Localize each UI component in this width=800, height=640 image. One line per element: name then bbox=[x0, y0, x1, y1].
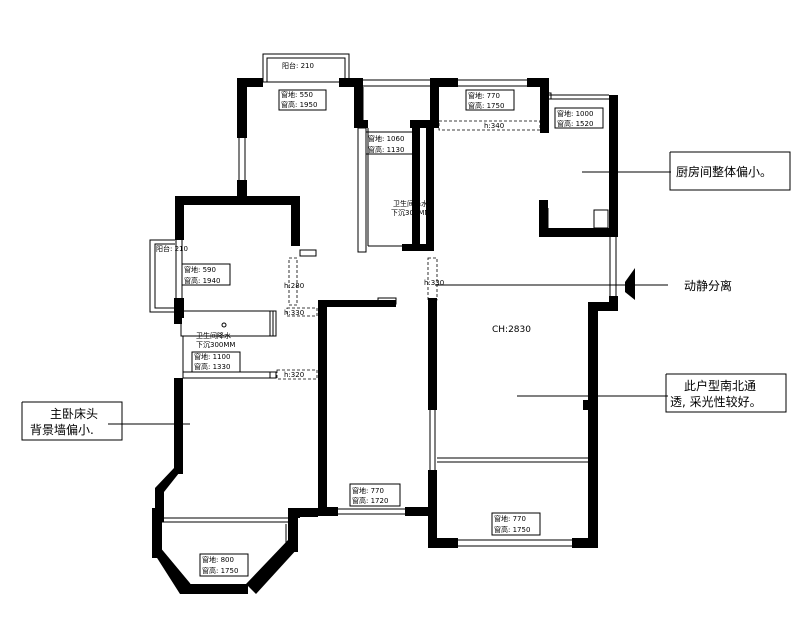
bed2-beam-label-2: h:330 bbox=[284, 309, 304, 317]
bed2-window-sill: 窗地: 590 bbox=[184, 265, 216, 274]
master-annotation-line2: 背景墙偏小. bbox=[30, 422, 94, 437]
labels: 阳台: 210 窗地: 550 窗高: 1950 窗地: 1060 窗高: 11… bbox=[30, 61, 772, 577]
bath2-window-sill: 窗地: 1100 bbox=[194, 352, 230, 361]
zoning-annotation: 动静分离 bbox=[684, 278, 732, 293]
bed2-window-height: 窗高: 1940 bbox=[184, 276, 220, 285]
bath-window-height: 窗高: 1130 bbox=[368, 145, 404, 154]
walls bbox=[152, 78, 618, 594]
corridor-beam-label: h:330 bbox=[424, 279, 444, 287]
bed2-beam-label: h:280 bbox=[284, 282, 304, 290]
dining-window-sill: 窗地: 770 bbox=[468, 91, 500, 100]
kitchen-beam-label: h:340 bbox=[484, 122, 504, 130]
bath2-drop-note-1: 卫生间降水 bbox=[196, 331, 231, 340]
bath-window-sill: 窗地: 1060 bbox=[368, 134, 404, 143]
master-annotation-line1: 主卧床头 bbox=[50, 407, 98, 421]
bath2-beam-label: h:320 bbox=[284, 371, 304, 379]
left-balcony-label: 阳台: 210 bbox=[156, 244, 188, 253]
living-window-height: 窗高: 1750 bbox=[494, 525, 530, 534]
dining-window-height: 窗高: 1750 bbox=[468, 101, 504, 110]
kitchen-window-sill: 窗地: 1000 bbox=[557, 109, 593, 118]
master-window-sill: 窗地: 550 bbox=[281, 90, 313, 99]
study-window-sill: 窗地: 770 bbox=[352, 486, 384, 495]
bath-drop-note-1: 卫生间降水 bbox=[393, 199, 428, 208]
top-balcony-label: 阳台: 210 bbox=[282, 61, 314, 70]
study-window-height: 窗高: 1720 bbox=[352, 496, 388, 505]
bath2-drop-note-2: 下沉300MM bbox=[196, 341, 235, 349]
bath-drop-note-2: 下沉300MM bbox=[391, 209, 430, 217]
living-window-sill: 窗地: 770 bbox=[494, 514, 526, 523]
kitchen-annotation: 厨房间整体偏小。 bbox=[676, 164, 772, 179]
orientation-annotation-line1: 此户型南北通 bbox=[684, 378, 756, 393]
kitchen-window-height: 窗高: 1520 bbox=[557, 119, 593, 128]
thin-lines bbox=[21, 53, 791, 587]
bath2-window-height: 窗高: 1330 bbox=[194, 362, 230, 371]
master-window-height: 窗高: 1950 bbox=[281, 100, 317, 109]
bay-window-sill: 窗地: 800 bbox=[202, 555, 234, 564]
bay-window-height: 窗高: 1750 bbox=[202, 566, 238, 575]
ceiling-height-label: CH:2830 bbox=[492, 325, 531, 335]
orientation-annotation-line2: 透, 采光性较好。 bbox=[670, 394, 762, 409]
